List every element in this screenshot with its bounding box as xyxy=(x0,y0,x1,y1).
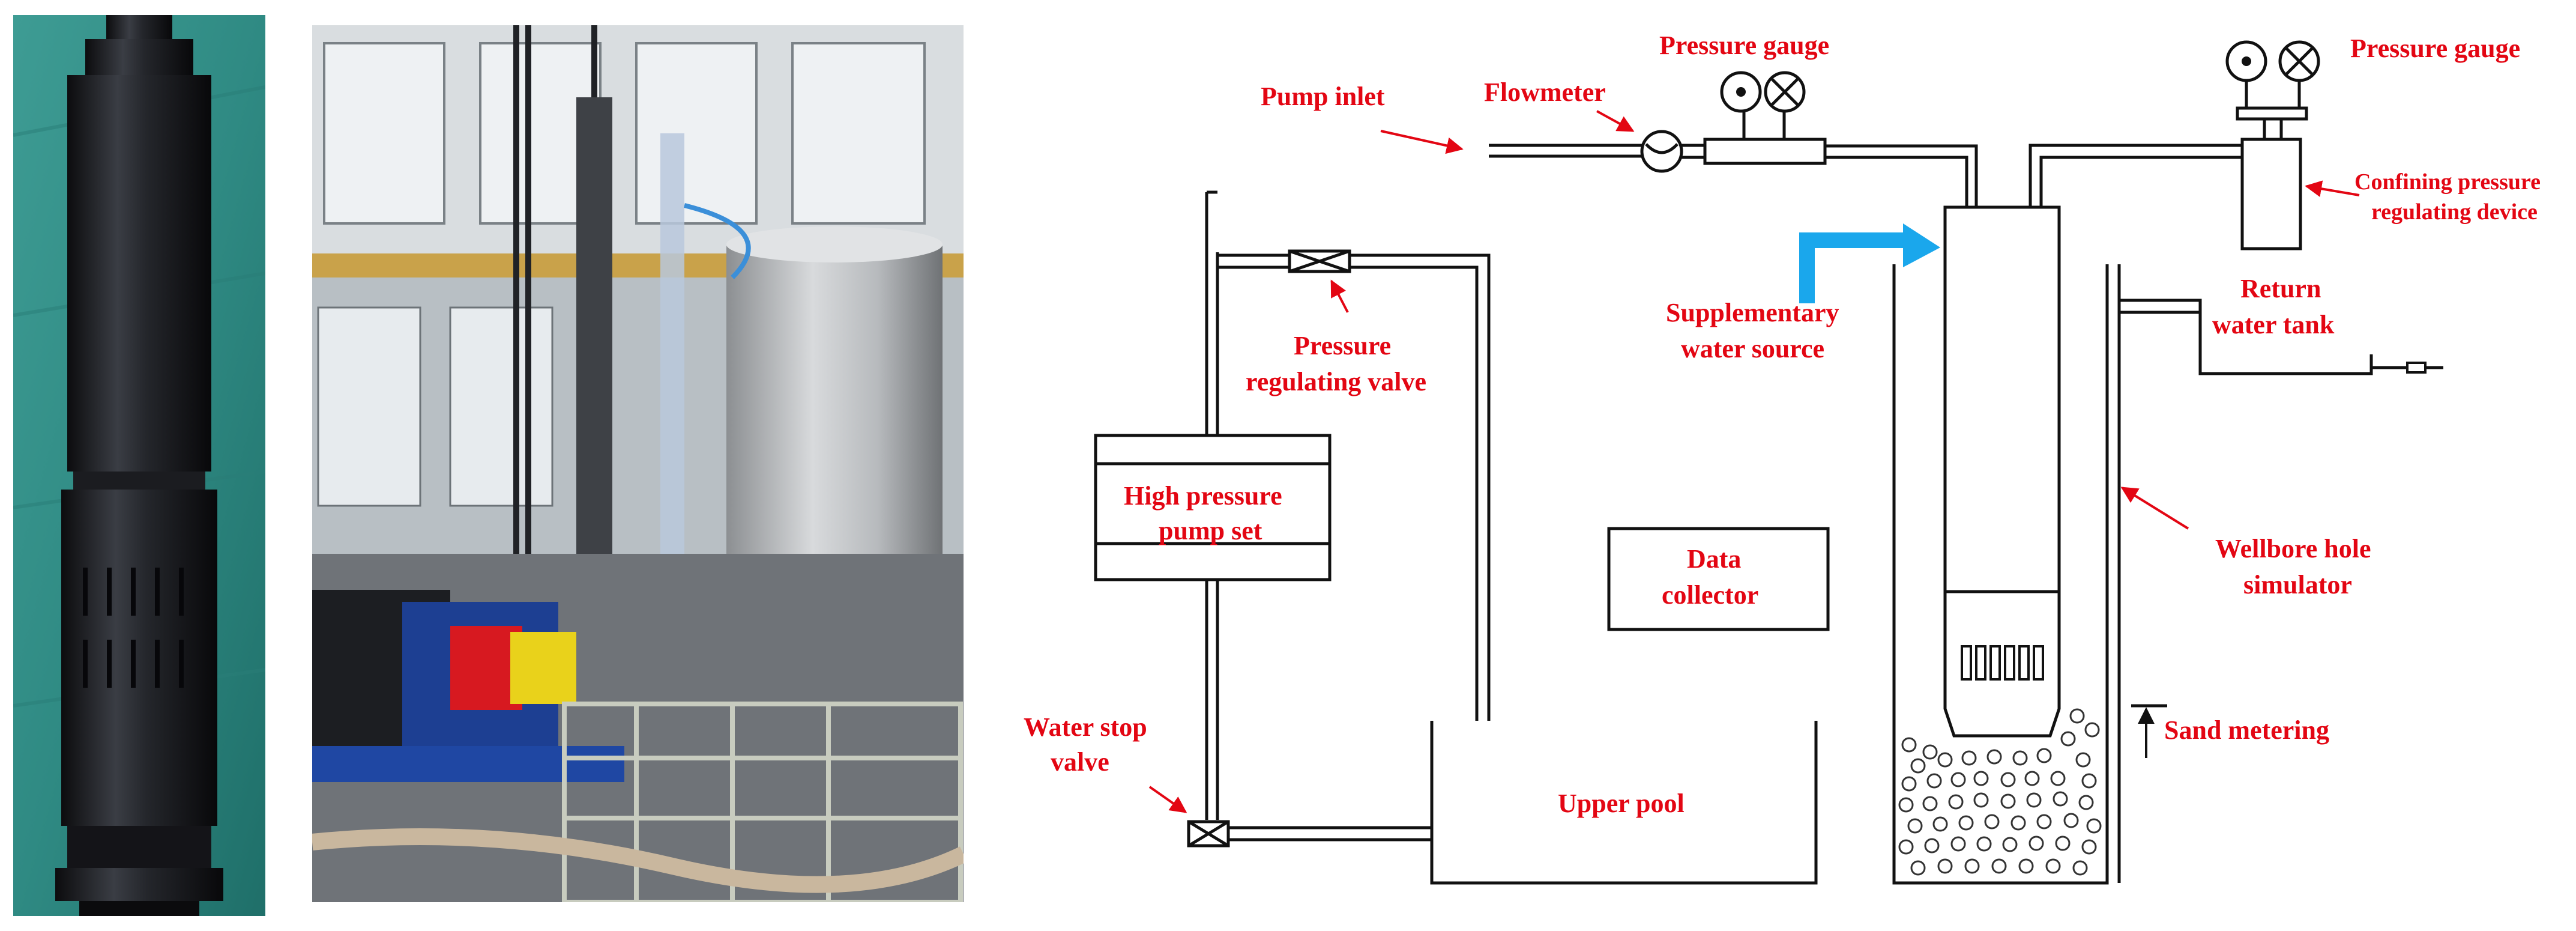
water-stop-valve-symbol xyxy=(1187,820,1230,848)
pump-inlet-arrow xyxy=(1380,130,1464,154)
label-pressure-gauge-1: Pressure gauge xyxy=(1659,31,1829,60)
wellbore-simulator-symbol xyxy=(1892,205,2109,885)
pressure-regulating-valve-symbol xyxy=(1288,249,1351,273)
label-water-stop-line1: Water stop xyxy=(1024,712,1147,742)
pipe-to-valve xyxy=(1217,253,1290,269)
label-pump-inlet: Pump inlet xyxy=(1261,82,1385,111)
label-flowmeter: Flowmeter xyxy=(1484,77,1606,107)
label-upper-pool: Upper pool xyxy=(1558,789,1685,818)
return-outlet xyxy=(2371,362,2443,374)
sand-particles xyxy=(1898,708,2102,876)
tool-photo xyxy=(13,15,265,916)
pipe-gauge-wellbore-inner xyxy=(1825,156,1968,207)
label-data-collector-line2: collector xyxy=(1662,580,1758,610)
supplementary-water-arrowhead xyxy=(1903,223,1940,267)
pipe-valve-to-pool xyxy=(1350,253,1491,721)
label-return-line2: water tank xyxy=(2212,310,2335,339)
upper-pool-symbol xyxy=(1430,721,1818,885)
supplementary-water-arrow xyxy=(1799,232,1909,303)
label-wellbore-line2: simulator xyxy=(2243,570,2352,599)
inlet-pipe xyxy=(1489,144,1642,158)
pipe-gauge-wellbore-outer xyxy=(1825,144,1978,207)
pressure-valve-arrow xyxy=(1330,279,1349,313)
label-data-collector-line1: Data xyxy=(1687,544,1741,574)
label-wellbore-line1: Wellbore hole xyxy=(2215,534,2371,563)
water-stop-arrow xyxy=(1148,786,1187,813)
flowmeter-symbol xyxy=(1640,130,1683,173)
pump-lower-pipes xyxy=(1205,580,1219,820)
pipe-wellbore-confining-inner xyxy=(2039,156,2242,207)
label-supplementary-line1: Supplementary xyxy=(1666,298,1839,327)
lab-photo xyxy=(312,25,964,902)
label-pressure-valve-line2: regulating valve xyxy=(1246,367,1426,396)
pipe-stopvalve-to-pool xyxy=(1228,826,1432,842)
pressure-gauge-1-symbol xyxy=(1703,71,1827,165)
label-water-stop-line2: valve xyxy=(1051,747,1109,777)
confining-device-arrow xyxy=(2305,180,2360,198)
wellbore-arrow xyxy=(2120,487,2189,530)
label-sand-metering: Sand metering xyxy=(2164,715,2329,745)
label-supplementary-line2: water source xyxy=(1681,334,1824,363)
data-collector-symbol xyxy=(1607,527,1830,631)
pipe-flowmeter-gauge xyxy=(1682,144,1705,159)
label-pressure-valve-line1: Pressure xyxy=(1294,331,1391,360)
lab-photo-image xyxy=(312,25,964,902)
pressure-gauge-2-symbol xyxy=(2225,40,2320,139)
label-confining-line2: regulating device xyxy=(2371,199,2538,225)
tool-photo-image xyxy=(13,15,265,916)
label-hp-pump-line1: High pressure xyxy=(1124,481,1282,511)
label-confining-line1: Confining pressure xyxy=(2354,169,2541,195)
confining-pressure-device xyxy=(2240,138,2302,250)
label-return-line1: Return xyxy=(2240,274,2321,303)
label-pressure-gauge-2: Pressure gauge xyxy=(2350,34,2520,63)
flowmeter-arrow xyxy=(1596,110,1635,132)
pipe-wellbore-confining-outer xyxy=(2029,144,2242,207)
pump-upper-pipes xyxy=(1205,192,1219,435)
label-hp-pump-line2: pump set xyxy=(1159,516,1262,545)
high-pressure-pump-set-symbol xyxy=(1094,434,1332,581)
